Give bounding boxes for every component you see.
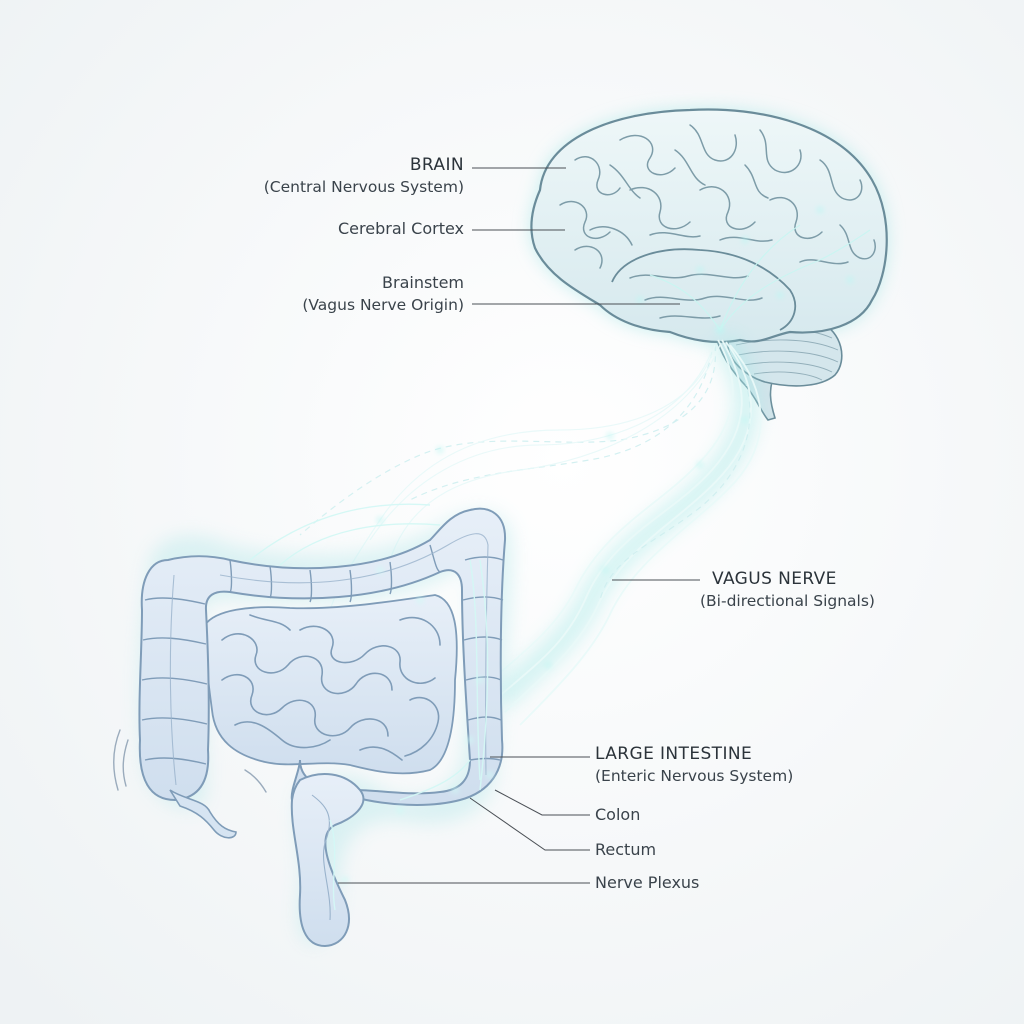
- appendix-shape: [169, 789, 237, 839]
- label-brain-title: BRAIN: [409, 155, 464, 175]
- label-cortex-title: Cerebral Cortex: [338, 219, 464, 238]
- rectum-shape: [290, 773, 365, 948]
- brain-illustration: [530, 108, 888, 421]
- leader-rectum: [469, 797, 590, 851]
- label-brain: BRAIN (Central Nervous System): [264, 154, 464, 198]
- label-cerebral-cortex: Cerebral Cortex: [338, 218, 464, 240]
- label-large-intestine-title: LARGE INTESTINE: [595, 744, 753, 764]
- small-intestine-shape: [203, 594, 458, 775]
- label-vagus-title: VAGUS NERVE: [712, 569, 837, 589]
- label-plexus-title: Nerve Plexus: [595, 873, 700, 892]
- label-nerve-plexus: Nerve Plexus: [595, 872, 699, 894]
- label-large-intestine-sub: (Enteric Nervous System): [595, 767, 794, 785]
- vagus-nerve-illustration: [299, 332, 762, 726]
- label-vagus-nerve: VAGUS NERVE (Bi-directional Signals): [700, 568, 875, 612]
- label-colon: Colon: [595, 804, 640, 826]
- label-brain-sub: (Central Nervous System): [263, 178, 464, 196]
- label-brainstem-title: Brainstem: [382, 273, 464, 292]
- intestine-illustration: [113, 503, 513, 948]
- label-brainstem-sub: (Vagus Nerve Origin): [302, 296, 464, 314]
- label-rectum-title: Rectum: [595, 840, 657, 859]
- label-rectum: Rectum: [595, 839, 656, 861]
- label-vagus-sub: (Bi-directional Signals): [700, 592, 875, 610]
- label-large-intestine: LARGE INTESTINE (Enteric Nervous System): [595, 743, 793, 787]
- cerebrum-shape: [530, 108, 888, 344]
- leader-lines: [338, 167, 700, 884]
- label-colon-title: Colon: [595, 805, 641, 824]
- label-brainstem: Brainstem (Vagus Nerve Origin): [302, 272, 464, 316]
- leader-colon: [494, 789, 590, 816]
